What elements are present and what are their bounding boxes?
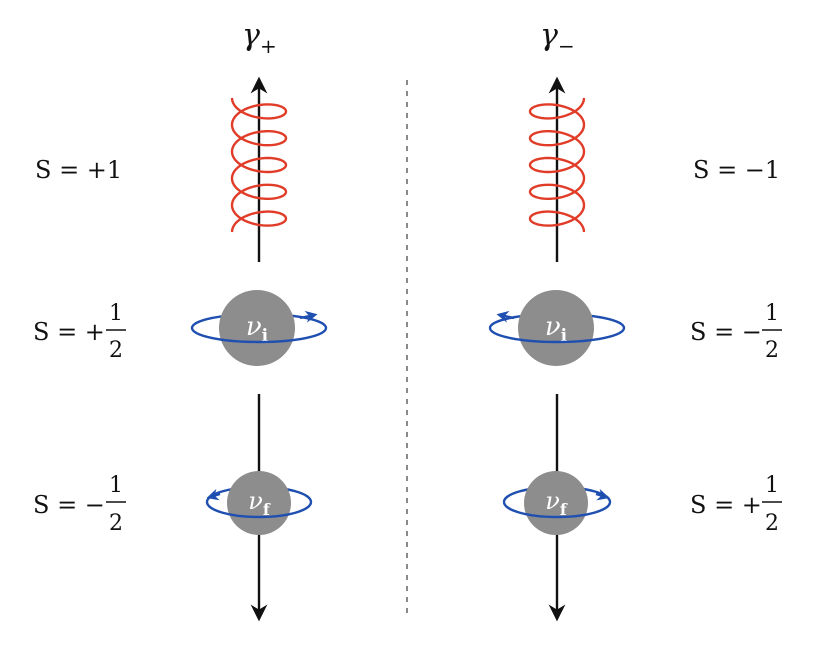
left-photon-spin-label: S = +1 bbox=[35, 156, 122, 184]
right-initial-node bbox=[518, 290, 594, 366]
left-final-spin-label: S = − 1 2 bbox=[33, 473, 126, 536]
right-photon-spin-label: S = −1 bbox=[693, 156, 780, 184]
svg-text:1: 1 bbox=[109, 301, 123, 326]
svg-text:1: 1 bbox=[109, 473, 123, 498]
right-photon-title: γ− bbox=[540, 18, 575, 58]
svg-text:2: 2 bbox=[765, 511, 779, 536]
right-initial-rotation-front bbox=[488, 327, 626, 344]
left-final-rotation-front bbox=[205, 501, 313, 519]
left-initial-rotation-front bbox=[190, 327, 328, 344]
right-final-rotation-front bbox=[502, 501, 612, 519]
left-photon-title: γ+ bbox=[242, 18, 277, 58]
right-initial-node-label: νi bbox=[545, 312, 568, 346]
svg-text:1: 1 bbox=[765, 473, 779, 498]
right-final-node bbox=[524, 471, 588, 535]
left-initial-rotation-arrowhead bbox=[299, 310, 318, 323]
svg-text:S = +: S = + bbox=[690, 491, 762, 519]
right-final-rotation-arrowhead bbox=[595, 488, 610, 501]
svg-text:S = +: S = + bbox=[33, 318, 105, 346]
right-initial-spin-label: S = − 1 2 bbox=[690, 301, 782, 363]
svg-text:1: 1 bbox=[765, 301, 779, 326]
right-panel: γ− S = −1 S = − 1 2 S = + 1 2 νi bbox=[488, 18, 782, 622]
left-final-node bbox=[227, 471, 291, 535]
svg-text:2: 2 bbox=[109, 338, 123, 363]
right-photon-helix bbox=[528, 97, 586, 233]
svg-text:2: 2 bbox=[109, 511, 123, 536]
left-initial-spin-label: S = + 1 2 bbox=[33, 301, 126, 363]
right-initial-rotation-arrowhead bbox=[496, 310, 515, 323]
left-initial-node bbox=[219, 290, 295, 366]
left-photon-helix bbox=[230, 97, 288, 233]
svg-text:2: 2 bbox=[765, 338, 779, 363]
right-final-node-label: νf bbox=[545, 487, 568, 519]
svg-text:S = −: S = − bbox=[33, 491, 105, 519]
right-final-spin-label: S = + 1 2 bbox=[690, 473, 782, 536]
left-initial-node-label: νi bbox=[246, 312, 269, 346]
left-panel: γ+ S = +1 S = + 1 2 S = − 1 2 νi bbox=[33, 18, 328, 622]
left-final-rotation-arrowhead bbox=[206, 488, 221, 501]
svg-text:S = −: S = − bbox=[690, 318, 762, 346]
left-final-node-label: νf bbox=[248, 487, 271, 519]
